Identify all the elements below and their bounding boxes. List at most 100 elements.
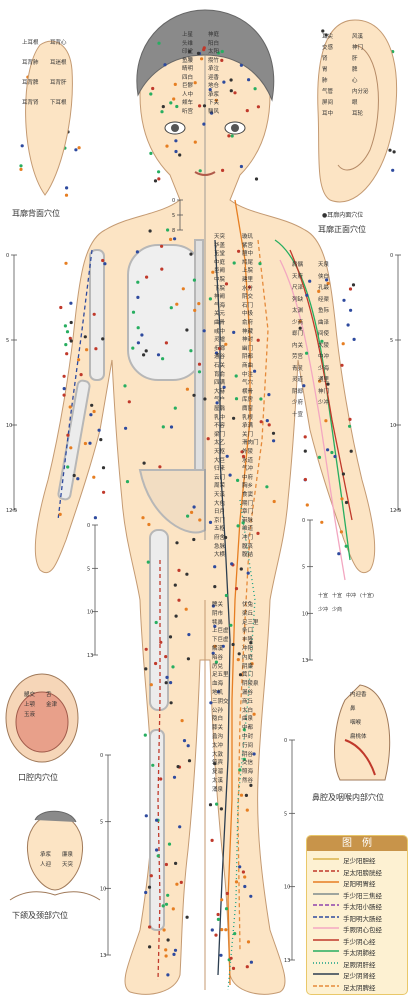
acupoint-dot — [136, 326, 140, 330]
acupoint-dot — [144, 667, 148, 671]
point-label: 京门 — [214, 517, 226, 524]
point-label: 外陵 — [242, 449, 254, 455]
acupoint-dot — [197, 370, 202, 374]
point-label: 鸠尾 — [242, 259, 254, 266]
acupoint-dot — [298, 319, 302, 323]
point-label: 耳背肾 — [22, 100, 39, 106]
acupoint-dot — [252, 752, 256, 756]
acupoint-dot — [232, 330, 236, 334]
acupoint-dot — [154, 661, 158, 666]
acupoint-dot — [174, 861, 178, 866]
acupoint-dot — [391, 168, 395, 172]
point-label: 急脉 — [214, 543, 226, 550]
acupoint-dot — [148, 925, 152, 929]
acupoint-dot — [298, 326, 302, 330]
acupoint-dot — [267, 423, 271, 427]
acupoint-dot — [252, 712, 256, 716]
point-label: 鱼腰 — [182, 57, 194, 64]
stomach-meridian — [227, 199, 251, 986]
point-label: 风溪 — [352, 34, 364, 40]
point-label: 青灵 — [292, 365, 304, 372]
point-label: 俞府 — [242, 320, 254, 326]
acupoint-dot — [231, 642, 235, 647]
point-label: 脾 — [352, 67, 358, 73]
acupoint-dot — [92, 475, 96, 479]
point-label: 上耳根 — [22, 40, 39, 46]
point-label: 太乙 — [214, 440, 226, 447]
point-label: 气户 — [214, 397, 226, 404]
acupoint-dot — [157, 41, 161, 45]
acupoint-dot — [202, 329, 206, 333]
point-label: 中庭 — [214, 259, 226, 266]
acupoint-dot — [94, 347, 98, 351]
legend-item: 足太阴脾经 — [313, 981, 405, 992]
acupoint-dot — [193, 308, 197, 312]
point-label: 太溪 — [212, 778, 224, 784]
acupoint-dot — [349, 308, 353, 312]
acupoint-dot — [202, 48, 206, 52]
acupoint-dot — [151, 763, 155, 767]
acupoint-dot — [243, 875, 247, 879]
acupoint-dot — [62, 393, 66, 397]
acupoint-dot — [142, 353, 146, 357]
acupoint-dot — [163, 63, 167, 67]
legend-item: 手少阳三焦经 — [313, 889, 405, 900]
acupoint-dot — [143, 733, 147, 737]
acupoint-dot — [253, 369, 257, 373]
point-label: 天府 — [292, 273, 304, 280]
acupoint-dot — [333, 454, 337, 459]
acupoint-dot — [169, 101, 173, 105]
point-label: 华盖 — [214, 242, 226, 249]
point-label: 迎香 — [208, 74, 220, 81]
legend: 图 例 足少阳胆经足太阳膀胱经足阳明胃经手少阳三焦经手太阳小肠经手阳明大肠经手厥… — [306, 835, 408, 995]
acupoint-dot — [224, 907, 229, 911]
point-label: 内关 — [292, 342, 304, 349]
point-label: 灵墟 — [214, 337, 226, 344]
acupoint-dot — [69, 301, 73, 305]
acupoint-dot — [230, 134, 234, 138]
point-label: 耳中 — [322, 111, 334, 117]
acupoint-dot — [326, 448, 330, 452]
acupoint-dot — [259, 420, 263, 424]
acupoint-dot — [211, 651, 215, 655]
acupoint-dot — [247, 285, 252, 289]
point-label: 鼻 — [350, 706, 356, 712]
acupoint-dot — [125, 480, 130, 484]
acupoint-dot — [348, 424, 352, 428]
point-label: 人迎 — [40, 862, 52, 868]
acupoint-dot — [320, 339, 324, 343]
acupoint-dot — [101, 258, 105, 263]
acupoint-dot — [234, 880, 239, 884]
acupoint-dot — [265, 419, 269, 423]
acupoint-dot — [234, 374, 238, 378]
point-label: 关门 — [242, 431, 254, 438]
point-label: 大包 — [214, 500, 226, 507]
point-label: 肺 — [322, 78, 328, 84]
acupoint-dot — [192, 537, 196, 542]
point-label: 间使 — [318, 331, 330, 337]
acupoint-dot — [169, 681, 173, 685]
point-label: 商曲 — [242, 363, 254, 369]
point-label: 肾 — [322, 56, 328, 62]
point-label: 腹结 — [242, 552, 254, 559]
point-label: 筑宾 — [212, 760, 224, 767]
point-label: 肩髃 — [292, 262, 304, 268]
acupoint-dot — [171, 907, 175, 911]
acupoint-dot — [236, 658, 240, 662]
large-intestine-meridian — [57, 249, 93, 521]
acupoint-dot — [303, 449, 307, 453]
point-label: 天枢 — [214, 449, 226, 455]
acupoint-dot — [208, 88, 212, 92]
legend-item: 足厥阴肝经 — [313, 958, 405, 969]
acupoint-dot — [164, 954, 168, 958]
point-label: 耳背脾 — [22, 80, 39, 86]
acupoint-dot — [222, 385, 226, 389]
acupoint-dot — [245, 965, 249, 969]
acupoint-dot — [303, 477, 307, 482]
acupoint-dot — [246, 940, 251, 944]
acupoint-dot — [176, 765, 180, 769]
point-label: 中府 — [242, 474, 254, 481]
acupoint-dot — [136, 295, 140, 299]
acupoint-dot — [348, 417, 352, 421]
